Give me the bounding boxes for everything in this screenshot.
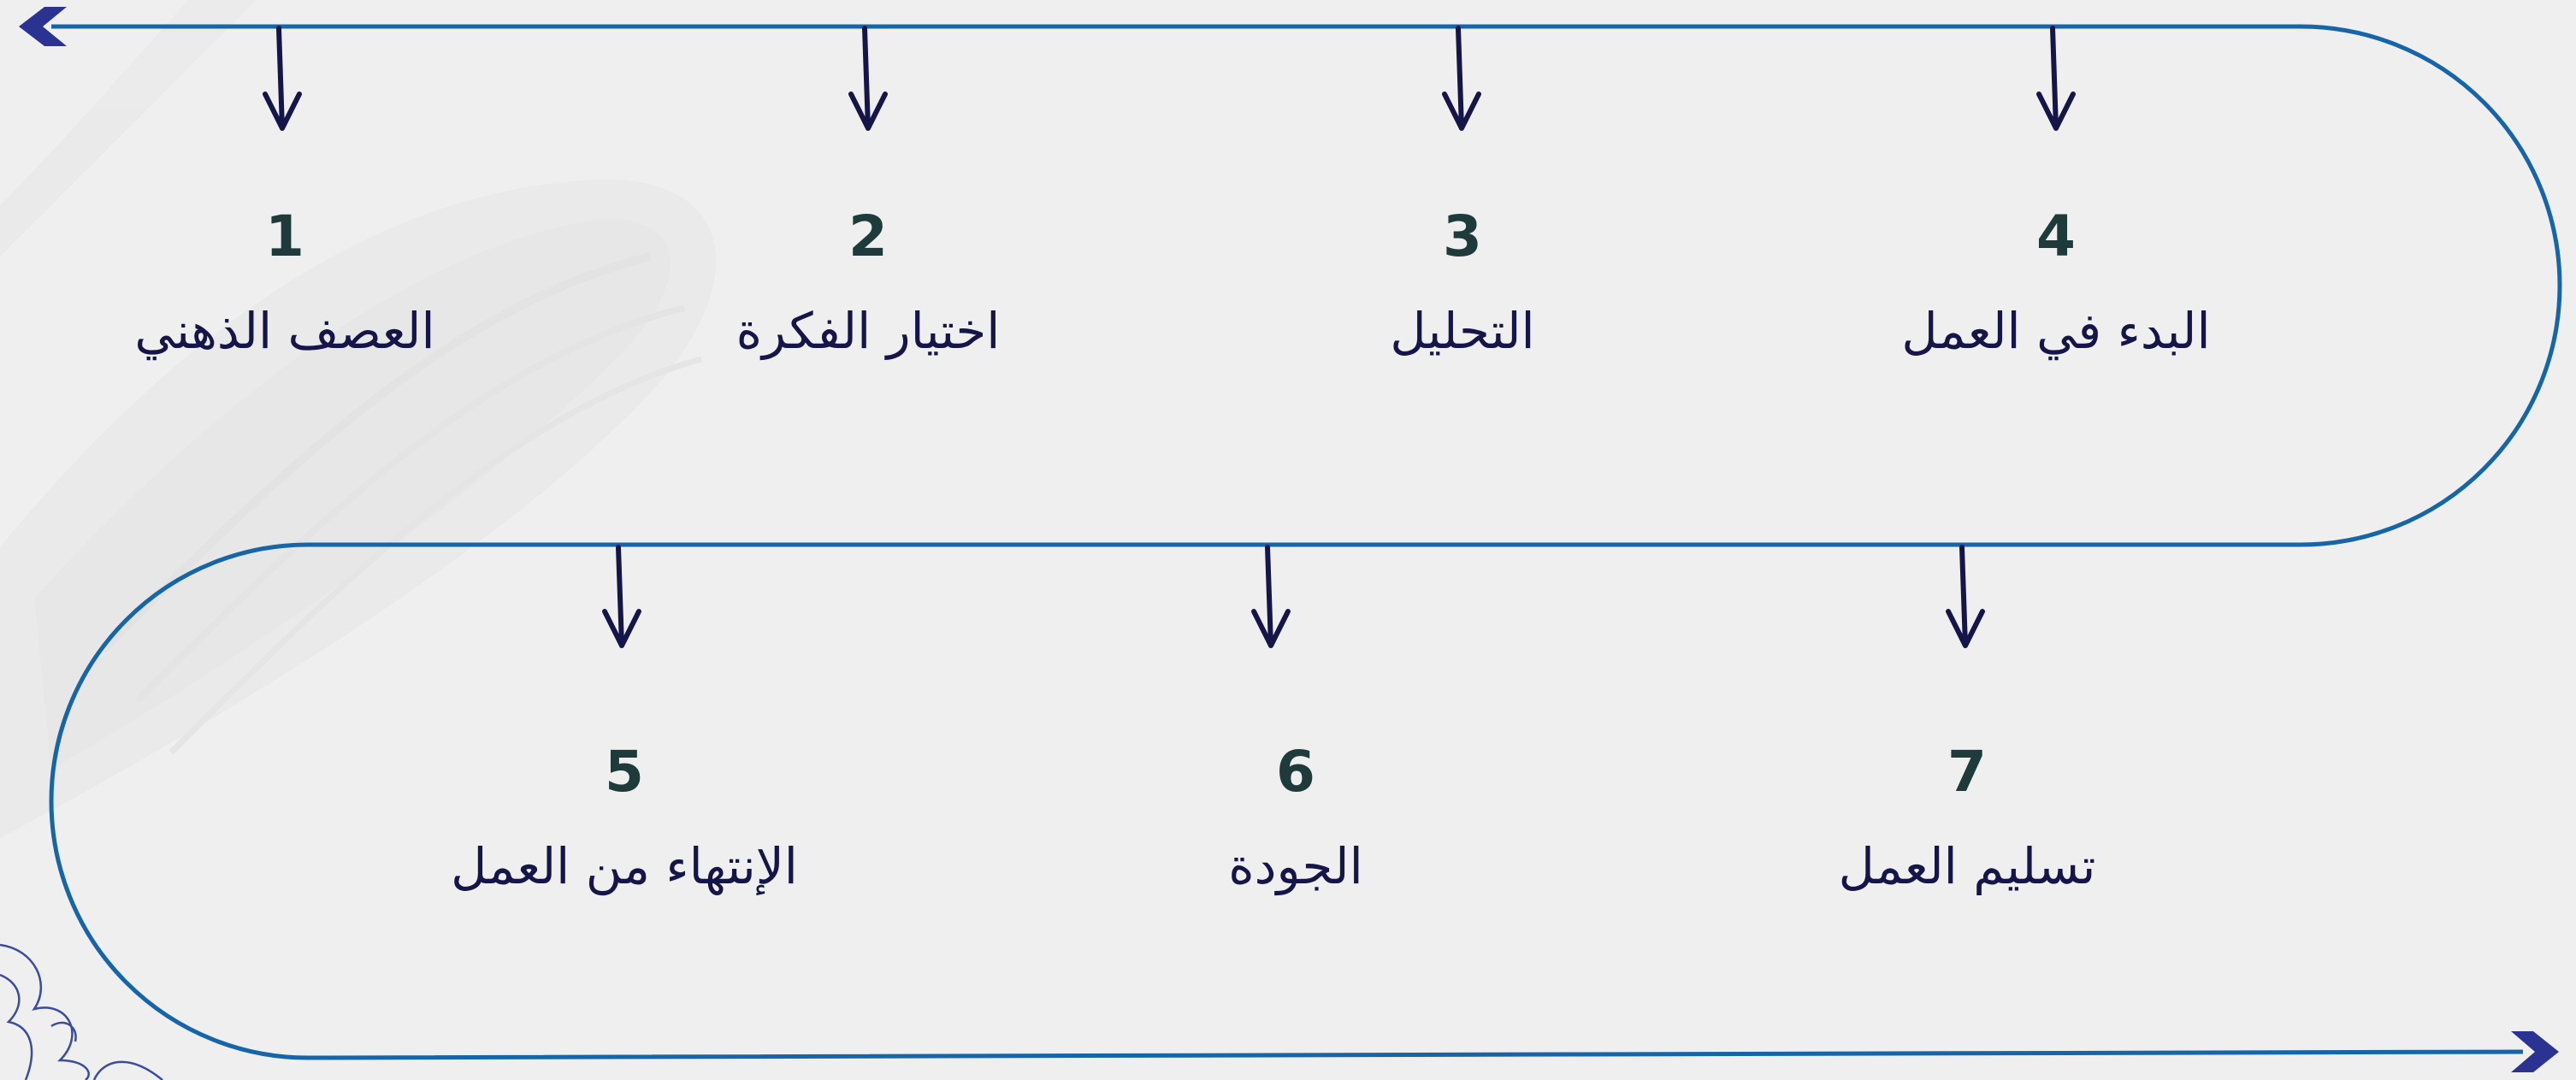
down-arrow-icon [263, 26, 302, 131]
step-6: 6 الجودة [1056, 744, 1535, 906]
brush-texture-decoration [0, 0, 717, 839]
step-number: 6 [1276, 739, 1315, 805]
flow-path-line [49, 24, 2562, 1060]
step-1: 1 العصف الذهني [45, 209, 524, 371]
step-label: الجودة [1228, 837, 1363, 895]
step-number: 3 [1443, 204, 1482, 269]
down-arrow-icon [602, 545, 641, 648]
step-label: العصف الذهني [134, 302, 435, 360]
step-3: 3 التحليل [1223, 209, 1702, 371]
step-number: 7 [1947, 739, 1987, 805]
down-arrow-icon [1946, 545, 1985, 648]
step-label: الإنتهاء من العمل [451, 837, 798, 895]
path-end-arrowhead-icon [2511, 1031, 2559, 1072]
step-label: البدء في العمل [1901, 302, 2211, 360]
step-label: التحليل [1390, 302, 1535, 360]
step-number: 5 [605, 739, 644, 805]
down-arrow-icon [2036, 26, 2076, 131]
path-start-arrowhead-icon [19, 7, 67, 46]
step-number: 2 [848, 204, 888, 269]
step-label: تسليم العمل [1838, 837, 2096, 895]
down-arrow-icon [1442, 26, 1481, 131]
step-4: 4 البدء في العمل [1817, 209, 2295, 371]
step-number: 1 [265, 204, 304, 269]
step-number: 4 [2036, 204, 2076, 269]
step-2: 2 اختيار الفكرة [629, 209, 1108, 371]
step-7: 7 تسليم العمل [1728, 744, 2207, 906]
down-arrow-icon [1251, 545, 1291, 648]
step-label: اختيار الفكرة [736, 302, 1001, 360]
step-5: 5 الإنتهاء من العمل [385, 744, 864, 906]
flower-outline-decoration [0, 943, 163, 1080]
down-arrow-icon [848, 26, 888, 131]
